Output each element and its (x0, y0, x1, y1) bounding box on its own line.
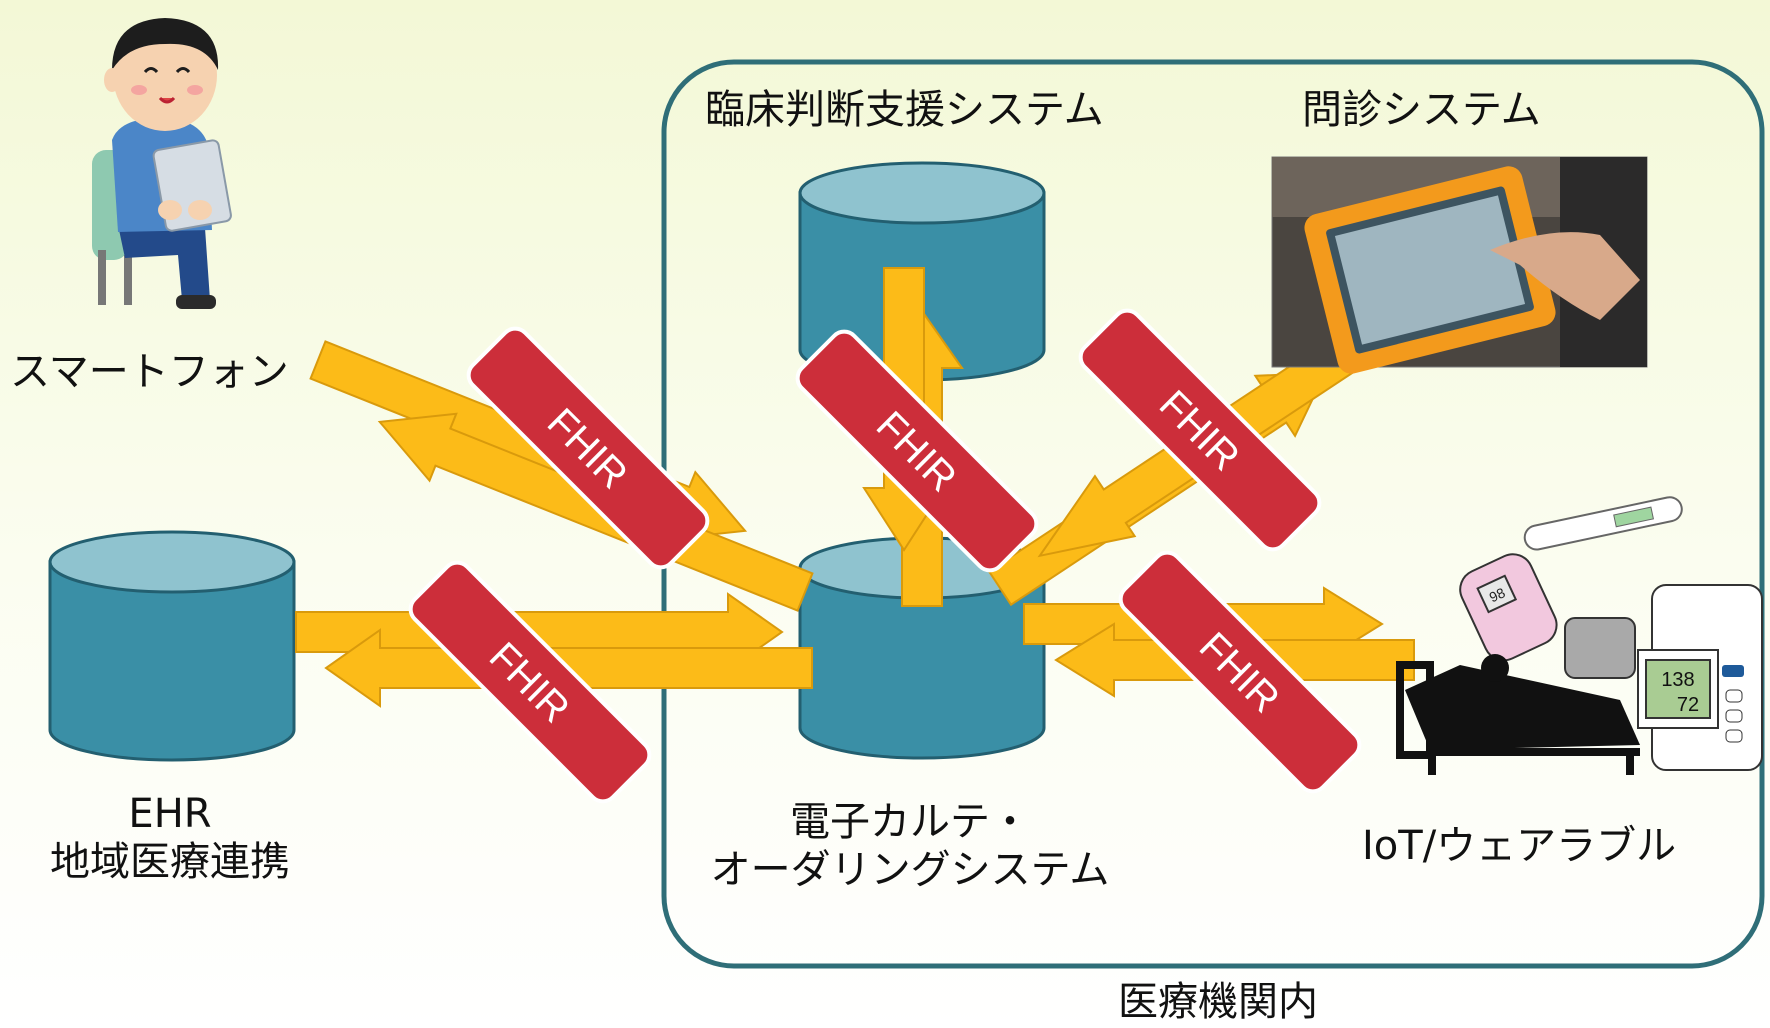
institution-label: 医療機関内 (1118, 979, 1318, 1025)
emr-label-line1: 電子カルテ・ (790, 799, 1030, 845)
person-with-tablet-icon (92, 18, 232, 309)
smartphone-label: スマートフォン (10, 349, 289, 395)
ehr-label: EHR 地域医療連携 (20, 790, 320, 886)
fhir-tag-monshin: FHIR (1078, 308, 1322, 552)
ehr-label-line2: 地域医療連携 (50, 839, 290, 885)
cdss-label: 臨床判断支援システム (705, 87, 1104, 133)
monshin-label: 問診システム (1302, 87, 1541, 133)
ehr-label-line1: EHR (128, 791, 212, 837)
arrow-emr-to-smartphone (377, 412, 814, 612)
bp-diastolic: 72 (1677, 694, 1699, 716)
iot-devices-icon: 98 138 72 (1396, 496, 1763, 775)
iot-label: IoT/ウェアラブル (1362, 823, 1677, 869)
ehr-database-icon (48, 530, 296, 762)
emr-label-line2: オーダリングシステム (710, 847, 1110, 893)
bp-systolic: 138 (1661, 669, 1694, 691)
emr-label: 電子カルテ・ オーダリングシステム (660, 798, 1160, 894)
oximeter-reading: 98 (1487, 584, 1508, 605)
tablet-photo (1271, 156, 1648, 374)
